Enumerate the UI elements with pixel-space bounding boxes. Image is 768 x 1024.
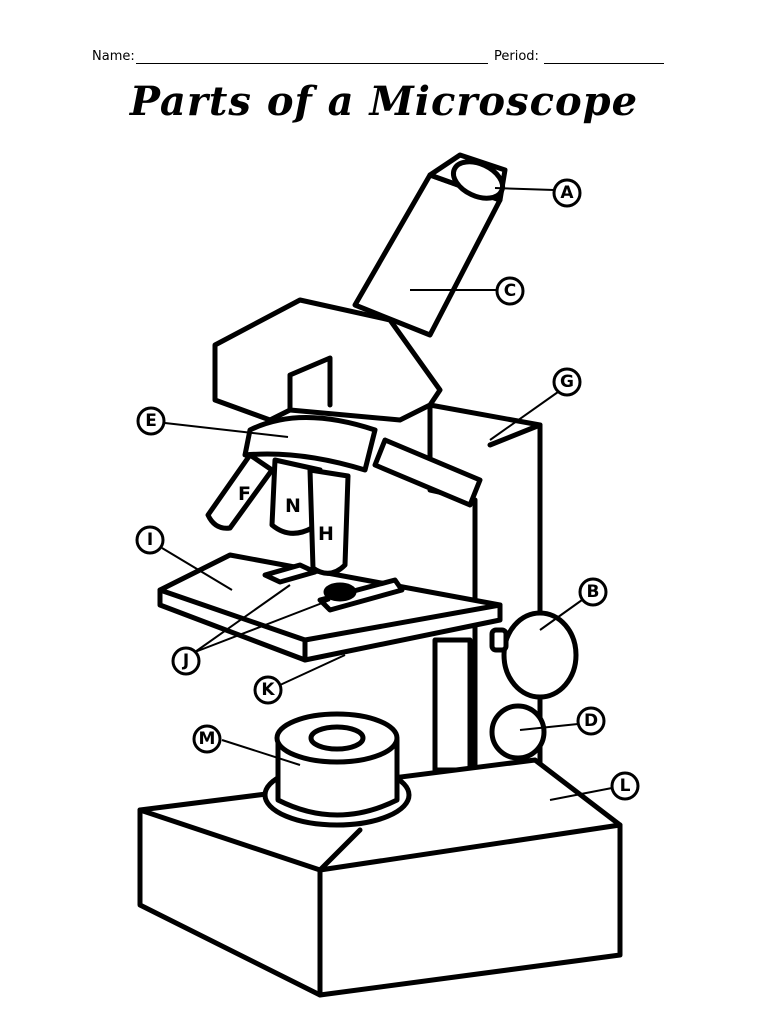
objective-letter-h: H bbox=[318, 523, 334, 545]
name-label: Name: bbox=[92, 49, 135, 64]
label-e: E bbox=[145, 411, 157, 431]
base bbox=[137, 757, 623, 998]
leader-d bbox=[519, 723, 579, 731]
leader-a bbox=[494, 187, 555, 191]
objective-high bbox=[307, 467, 351, 576]
arm-top-edge bbox=[487, 422, 543, 448]
worksheet-header: Name: Period: bbox=[92, 47, 682, 67]
label-circle-a bbox=[552, 178, 582, 208]
leader-b bbox=[539, 599, 583, 631]
objective-letter-f: F bbox=[238, 483, 251, 505]
leader-k bbox=[279, 654, 346, 686]
leader-m bbox=[221, 739, 301, 766]
leader-l bbox=[549, 787, 613, 801]
leader-e bbox=[164, 422, 289, 438]
label-circle-e bbox=[136, 406, 166, 436]
name-blank-line[interactable] bbox=[136, 63, 488, 64]
label-circle-k bbox=[253, 675, 283, 705]
label-circle-j bbox=[171, 646, 201, 676]
illuminator-lens bbox=[308, 724, 366, 752]
label-a: A bbox=[560, 183, 574, 203]
label-circle-m bbox=[192, 724, 222, 754]
objective-low bbox=[205, 452, 275, 531]
page-title: Parts of a Microscope bbox=[129, 78, 639, 125]
fine-adjustment-knob bbox=[489, 703, 547, 761]
period-blank-line[interactable] bbox=[544, 63, 664, 64]
leader-j-1 bbox=[194, 599, 331, 653]
head-side bbox=[287, 355, 333, 413]
label-i: I bbox=[147, 530, 153, 550]
stage-aperture bbox=[323, 582, 357, 602]
period-label: Period: bbox=[494, 49, 539, 64]
objective-letter-n: N bbox=[285, 495, 301, 517]
label-g: G bbox=[560, 372, 574, 392]
label-circle-i bbox=[135, 525, 165, 555]
label-m: M bbox=[199, 729, 216, 749]
revolving-nosepiece bbox=[242, 415, 378, 473]
stage-clip-right bbox=[317, 577, 405, 613]
label-circle-g bbox=[552, 367, 582, 397]
label-circle-c bbox=[495, 276, 525, 306]
leader-i bbox=[161, 547, 233, 591]
label-circle-l bbox=[610, 771, 640, 801]
label-c: C bbox=[504, 281, 516, 301]
label-d: D bbox=[584, 711, 598, 731]
coarse-adjustment-knob bbox=[501, 610, 579, 700]
label-circle-d bbox=[576, 706, 606, 736]
leader-g bbox=[489, 391, 559, 441]
eyepiece-lens bbox=[450, 159, 506, 201]
stage-column bbox=[432, 637, 473, 773]
label-l: L bbox=[620, 776, 631, 796]
knob-axle bbox=[489, 627, 509, 653]
label-k: K bbox=[261, 680, 275, 700]
label-b: B bbox=[587, 582, 600, 602]
leader-j-2 bbox=[194, 584, 291, 653]
base-bevel bbox=[317, 827, 363, 873]
arm-connector bbox=[372, 437, 483, 508]
label-circle-b bbox=[578, 577, 608, 607]
label-j: J bbox=[182, 651, 189, 671]
